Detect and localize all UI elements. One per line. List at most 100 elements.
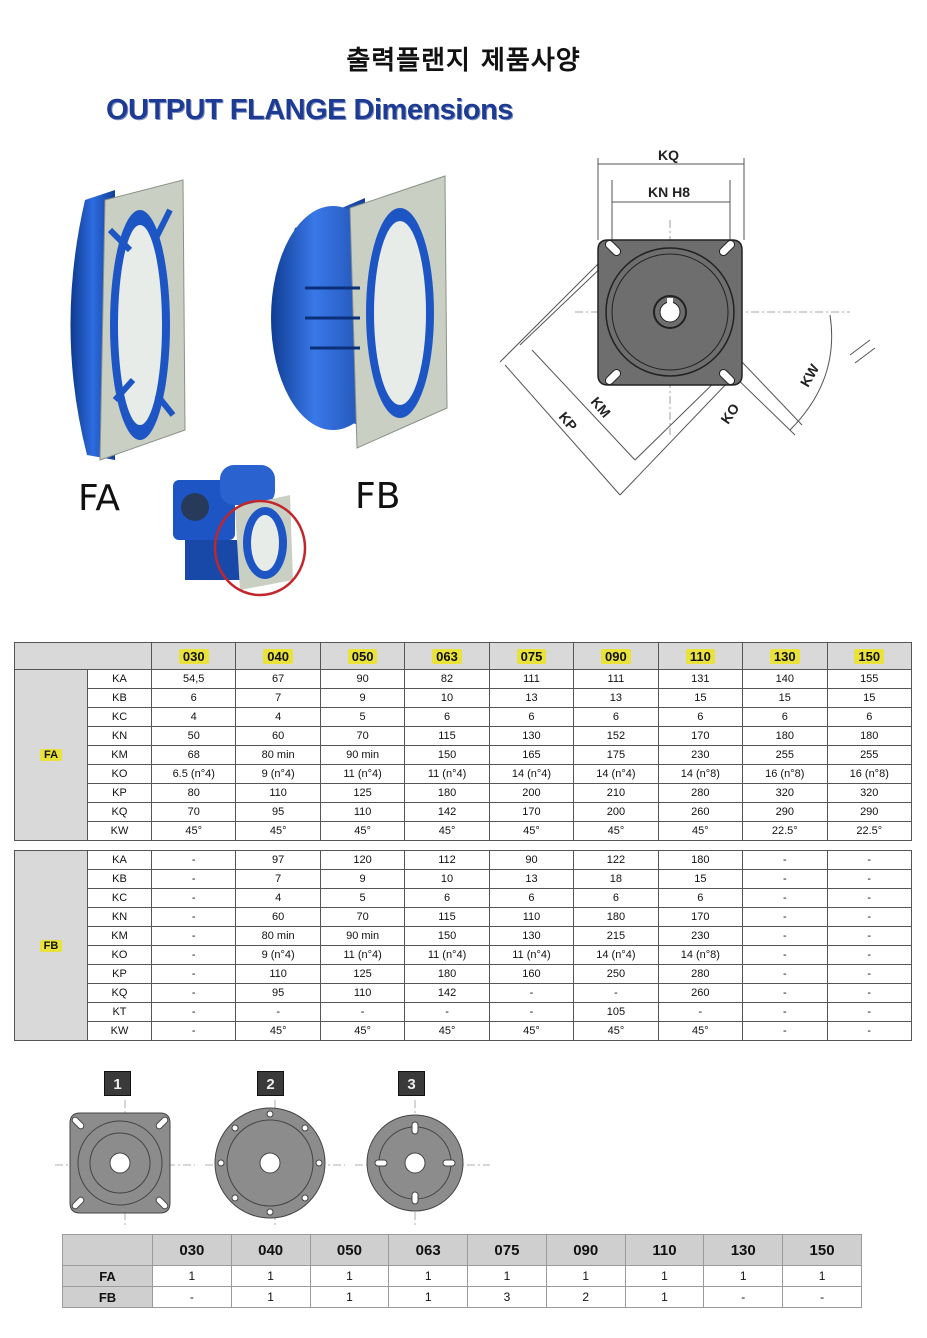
fa-cell: 6 [150,688,237,708]
fb-flange-photo [271,175,448,449]
fa-cell: 175 [573,745,659,765]
fa-cell: 6.5 (n°4) [150,764,237,784]
type-cell: 1 [545,1265,626,1287]
fa-cell: 45° [657,821,744,841]
fa-param-label: KW [87,821,152,841]
fa-cell: 320 [742,783,828,803]
fa-cell: 70 [150,802,237,822]
fb-cell: 160 [488,964,575,984]
fb-cell: 13 [488,869,575,889]
fb-param-label: KO [87,945,152,965]
size-header-030: 030 [178,648,209,664]
type-size-030: 030 [152,1234,232,1266]
fa-cell: 125 [319,783,406,803]
fb-cell: - [319,1002,406,1022]
fb-cell: - [742,1002,828,1022]
fb-param-label: KB [87,869,152,889]
fb-cell: 280 [657,964,744,984]
type-cell: - [782,1286,862,1308]
fa-cell: 14 (n°4) [488,764,575,784]
fa-cell: 111 [573,669,659,689]
fb-cell: - [742,1021,828,1041]
fb-cell: 6 [488,888,575,908]
fb-cell: 60 [235,907,321,927]
fb-cell: 11 (n°4) [488,945,575,965]
fb-cell: - [657,1002,744,1022]
fa-cell: 155 [826,669,912,689]
shape-type-badge-2: 2 [257,1071,284,1096]
type-cell: 3 [467,1286,547,1308]
shape-type-badge-1: 1 [104,1071,131,1096]
size-header-150: 150 [854,648,885,664]
fa-cell: 90 min [319,745,406,765]
type-cell: 1 [467,1265,547,1287]
fa-cell: 6 [488,707,575,727]
fa-cell: 16 (n°8) [742,764,828,784]
fa-cell: 110 [319,802,406,822]
fa-cell: 45° [404,821,490,841]
fa-cell: 170 [657,726,744,746]
fa-cell: 13 [488,688,575,708]
fa-cell: 6 [826,707,912,727]
fb-cell: 120 [319,850,406,870]
fa-cell: 90 [319,669,406,689]
type-table-header: 030 040 050 063 075 090 110 130 150 [62,1234,862,1266]
type-cell: 1 [782,1265,862,1287]
fa-cell: 6 [657,707,744,727]
fb-cell: - [488,983,575,1003]
fb-cell: - [150,926,237,946]
fb-cell: - [826,983,912,1003]
shape-type-badge-3: 3 [398,1071,425,1096]
fb-cell: - [404,1002,490,1022]
fb-cell: 11 (n°4) [319,945,406,965]
type-size-110: 110 [624,1234,705,1266]
fa-param-label: KP [87,783,152,803]
fb-cell: - [742,983,828,1003]
fb-cell: - [826,1021,912,1041]
fa-cell: 9 (n°4) [235,764,321,784]
type-size-063: 063 [388,1234,469,1266]
fa-cell: 13 [573,688,659,708]
type-cell: 1 [230,1265,311,1287]
fa-cell: 70 [319,726,406,746]
flange-technical-drawing: KQ KN H8 KM KP KO KW [499,147,876,496]
fb-cell: 14 (n°8) [657,945,744,965]
fa-cell: 131 [657,669,744,689]
fa-param-label: KB [87,688,152,708]
fa-cell: 10 [404,688,490,708]
fa-cell: 165 [488,745,575,765]
fa-param-label: KN [87,726,152,746]
gearbox-photo [173,465,307,597]
fb-cell: 170 [657,907,744,927]
fb-cell: - [150,1021,237,1041]
fb-cell: 4 [235,888,321,908]
fb-param-label: KP [87,964,152,984]
fb-cell: - [150,869,237,889]
fb-cell: 97 [235,850,321,870]
fa-cell: 255 [826,745,912,765]
fa-cell: 200 [488,783,575,803]
fb-cell: 180 [573,907,659,927]
fa-label: FA [78,478,121,519]
fb-cell: 112 [404,850,490,870]
fa-cell: 82 [404,669,490,689]
fa-cell: 15 [657,688,744,708]
type-cell: 1 [703,1265,784,1287]
fb-cell: - [826,1002,912,1022]
fb-cell: 110 [488,907,575,927]
fb-param-label: KC [87,888,152,908]
highlight-circle [213,499,307,597]
type-size-090: 090 [545,1234,626,1266]
fa-cell: 290 [742,802,828,822]
fb-cell: 9 (n°4) [235,945,321,965]
type-cell: 1 [309,1286,390,1308]
fa-flange-photo [70,179,186,461]
